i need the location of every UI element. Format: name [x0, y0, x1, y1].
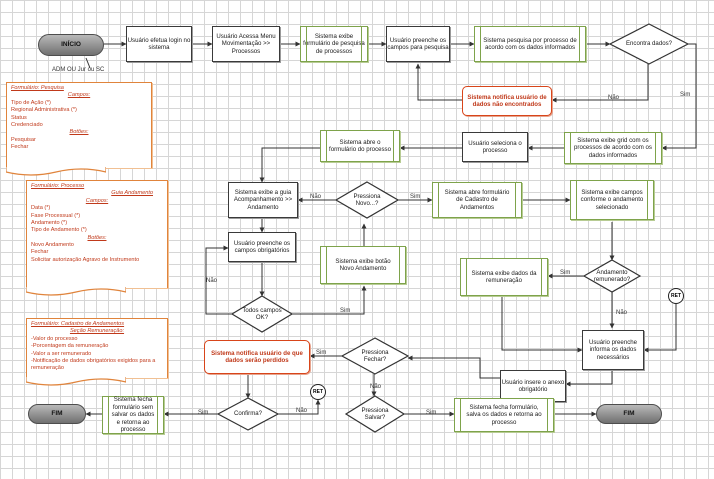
process-exibe-grid: Sistema exibe grid com os processos de a…: [564, 132, 662, 164]
doc-pesquisa-item: Tipo de Ação (*): [11, 99, 51, 106]
process-abre-form-processo: Sistema abre o formulário do processo: [320, 130, 400, 162]
doc-pesquisa-title: Formulário: Pesquisa: [11, 85, 64, 91]
arrow-decisao-nao: [551, 64, 649, 103]
doc-cadastro-item: -Valor do processo: [31, 335, 78, 342]
process-acessa-menu: Usuário Acessa Menu Movimentação >> Proc…: [212, 26, 280, 62]
doc-pesquisa-item: Status: [11, 114, 27, 121]
decision-novo-label: Pressiona Novo...?: [353, 192, 381, 207]
terminator-fim-right: FIM: [596, 404, 662, 424]
process-exibe-pesquisa: Sistema exibe formulário de pesquisa de …: [300, 26, 368, 62]
label-remunerado-sim: Sim: [560, 270, 571, 276]
arrow-abre-exibe-aba: [259, 147, 320, 183]
arrow-anexo-fechar: [407, 355, 500, 379]
connector-ret-top: RET: [668, 288, 684, 304]
label-adm: ADM OU Jur ou SC: [52, 67, 105, 73]
doc-cadastro-title: Formulário: Cadastro de Andamentos: [31, 321, 125, 327]
arrow-informa-anexo: [565, 370, 613, 387]
doc-processo-button: Novo Andamento: [31, 242, 74, 248]
arrow-ret-informa: [643, 304, 677, 353]
process-abre-cadastro: Sistema abre formulário de Cadastro de A…: [432, 182, 522, 218]
process-preenche-obrigatorios: Usuário preenche os campos obrigatórios: [228, 232, 296, 262]
doc-form-processo: Formulário: Processo Guia Andamento Camp…: [26, 180, 168, 288]
terminator-inicio: INÍCIO: [38, 34, 104, 56]
doc-processo-guia: Guia Andamento: [111, 190, 153, 197]
connector-ret-bottom: RET: [310, 384, 326, 400]
label-fechar-nao: Não: [370, 384, 382, 390]
doc-pesquisa-campos: Campos:: [67, 92, 91, 99]
doc-processo-item: Data (*): [31, 205, 51, 212]
doc-wave: [6, 167, 106, 177]
doc-pesquisa-button: Fechar: [11, 144, 29, 150]
doc-cadastro-secao: Seção Remuneração:: [69, 328, 125, 335]
decision-confirma-label: Confirma?: [233, 410, 263, 418]
doc-cadastro-item: -Porcentagem da remuneração: [31, 343, 109, 350]
doc-pesquisa-botoes: Botões:: [69, 129, 89, 136]
alert-dados-nao-encontrados: Sistema notifica usuário de dados não en…: [462, 86, 552, 116]
process-exibe-botao-novo: Sistema exibe botão Novo Andamento: [320, 246, 406, 284]
process-exibe-campos-conforme: Sistema exibe campos conforme o andament…: [570, 180, 654, 220]
doc-processo-item: Andamento (*): [31, 219, 68, 226]
label-encontra-sim: Sim: [680, 92, 691, 98]
arrow-notifica-preenche: [415, 63, 462, 101]
process-exibe-aba: Sistema exibe a guia Acompanhamento >> A…: [228, 182, 298, 218]
decision-fechar-label: Pressiona Fechar?: [361, 348, 389, 363]
doc-pesquisa-item: Regional Administrativa (*): [11, 107, 77, 114]
doc-processo-item: Tipo de Andamento (*): [31, 227, 87, 234]
doc-processo-button: Solicitar autorização Agravo de Instrume…: [31, 256, 140, 263]
doc-form-cadastro: Formulário: Cadastro de Andamentos Seção…: [26, 318, 168, 378]
label-confirma-sim: Sim: [198, 410, 209, 416]
doc-processo-button: Fechar: [31, 249, 49, 256]
label-confirma-nao: Não: [296, 408, 308, 414]
process-seleciona-processo: Usuário seleciona o processo: [462, 132, 528, 162]
arrow-decisao-sim: [661, 43, 697, 151]
label-novo-sim: Sim: [410, 194, 421, 200]
process-fecha-sem-salvar: Sistema fecha formulário sem salvar os d…: [102, 396, 164, 434]
process-informa-dados: Usuário preenche informa os dados necess…: [582, 330, 644, 370]
decision-salvar-label: Pressiona Salvar?: [361, 406, 389, 421]
terminator-fim-left: FIM: [28, 404, 86, 424]
doc-processo-botoes: Botões:: [87, 234, 107, 241]
doc-pesquisa-item: Credenciado: [11, 121, 43, 128]
label-encontra-nao: Não: [608, 95, 620, 101]
doc-cadastro-item: -Notificação de dados obrigatórios exigi…: [31, 357, 156, 372]
doc-wave: [26, 377, 126, 387]
doc-form-pesquisa: Formulário: Pesquisa Campos: Tipo de Açã…: [6, 82, 152, 168]
doc-processo-campos: Campos:: [85, 197, 109, 204]
process-efetua-login: Usuário efetua login no sistema: [126, 26, 192, 62]
doc-pesquisa-button: Pesquisar: [11, 136, 36, 143]
doc-processo-item: Fase Processual (*): [31, 212, 81, 219]
process-pesquisa-processo: Sistema pesquisa por processo de acordo …: [474, 26, 586, 62]
doc-processo-title: Formulário: Processo: [31, 183, 85, 189]
doc-cadastro-item: -Valor a ser remunerado: [31, 350, 92, 357]
process-exibe-remuneracao: Sistema exibe dados da remuneração: [460, 258, 548, 296]
label-todos-sim: Sim: [340, 308, 351, 314]
process-insere-anexo: Usuário insere o anexo obrigatório: [500, 370, 566, 402]
arrow-remuneracao-informa: [501, 296, 583, 353]
alert-dados-perdidos: Sistema notifica usuário de que dados se…: [204, 340, 310, 374]
process-fecha-salvando: Sistema fecha formulário, salva os dados…: [454, 398, 554, 432]
decision-todos-label: Todos campos OK?: [242, 306, 282, 321]
label-remunerado-nao: Não: [616, 310, 628, 316]
label-fechar-sim: Sim: [316, 350, 327, 356]
arrow-todos-sim: [292, 285, 367, 315]
process-preenche-pesquisa: Usuário preenche os campos para pesquisa: [386, 26, 450, 62]
doc-wave: [26, 287, 126, 297]
label-salvar-sim: Sim: [426, 410, 437, 416]
decision-remunerado-label: Andamento remunerado?: [593, 268, 631, 283]
label-todos-nao: Não: [206, 278, 218, 284]
label-novo-nao: Não: [310, 194, 322, 200]
decision-encontra-label: Encontra dados?: [625, 40, 673, 48]
